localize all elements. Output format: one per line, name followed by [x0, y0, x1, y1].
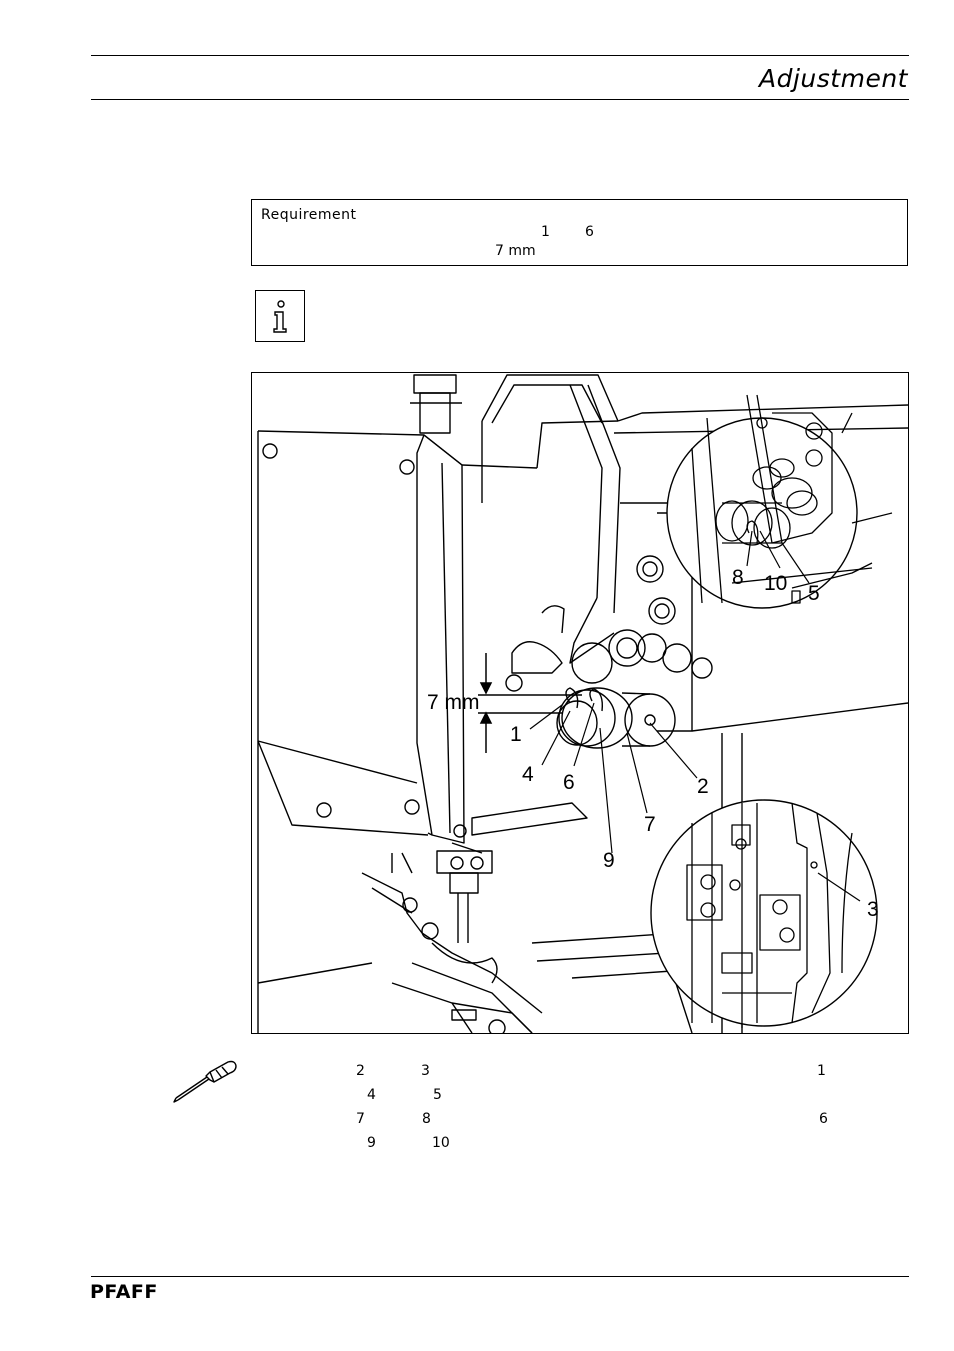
footer-rule [91, 1276, 909, 1277]
step-2-ref-b: 5 [433, 1087, 442, 1103]
requirement-ref-b: 6 [585, 224, 594, 240]
requirement-ref-a: 1 [541, 224, 550, 240]
sewing-machine-drawing: 7 mm 1 4 6 2 7 9 3 8 10 5 [257, 374, 908, 1033]
step-1-ref-right: 1 [817, 1063, 826, 1079]
machine-illustration: 7 mm 1 4 6 2 7 9 3 8 10 5 [251, 372, 909, 1034]
screwdriver-icon [173, 1060, 237, 1103]
requirement-box: Requirement 1 6 7 mm [251, 199, 908, 266]
callout-5: 5 [808, 582, 820, 605]
step-1-ref-b: 3 [421, 1063, 430, 1079]
page-title: Adjustment [759, 64, 908, 93]
info-icon [273, 300, 287, 333]
callout-8: 8 [732, 566, 744, 589]
step-1-ref-a: 2 [356, 1063, 365, 1079]
callout-7mm: 7 mm [427, 691, 480, 714]
callout-10: 10 [764, 572, 787, 595]
header-bottom-rule [91, 99, 909, 100]
brand-logo: PFAFF [90, 1281, 158, 1303]
requirement-label: Requirement [261, 207, 357, 223]
callout-9: 9 [603, 849, 615, 872]
step-4-ref-b: 10 [432, 1135, 450, 1151]
callout-1: 1 [510, 723, 522, 746]
step-2-ref-a: 4 [367, 1087, 376, 1103]
callout-2: 2 [697, 775, 709, 798]
callout-6: 6 [563, 771, 575, 794]
callout-3: 3 [867, 898, 879, 921]
requirement-distance: 7 mm [495, 243, 536, 259]
step-3-ref-right: 6 [819, 1111, 828, 1127]
callout-4: 4 [522, 763, 534, 786]
callout-7: 7 [644, 813, 656, 836]
info-note-box [255, 290, 305, 342]
step-3-ref-a: 7 [356, 1111, 365, 1127]
step-4-ref-a: 9 [367, 1135, 376, 1151]
header-top-rule [91, 55, 909, 56]
step-3-ref-b: 8 [422, 1111, 431, 1127]
